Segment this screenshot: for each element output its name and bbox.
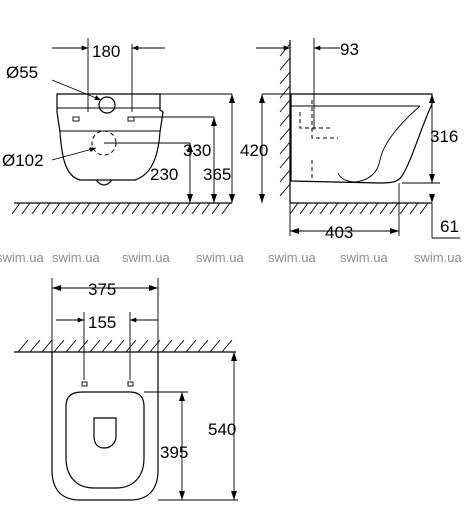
watermark-text: swim.ua xyxy=(0,250,44,265)
dim-55-label: Ø55 xyxy=(6,63,38,82)
top-bowl-opening xyxy=(93,417,117,449)
side-bowl-outline xyxy=(290,93,433,184)
water-inlet-hole xyxy=(98,96,116,114)
dim-102-label: Ø102 xyxy=(2,151,44,170)
dim-316-label: 316 xyxy=(430,127,458,146)
dim-316-arrows xyxy=(429,94,435,183)
side-wall-hatch xyxy=(279,43,291,197)
dim-375-label: 375 xyxy=(88,280,116,299)
top-seat-outline xyxy=(65,391,145,489)
dim-365-label: 365 xyxy=(203,165,231,184)
fixing-hole-left xyxy=(72,116,80,122)
top-bowl-outline xyxy=(51,352,159,501)
dim-395-label: 395 xyxy=(160,443,188,462)
dim-61-arrow xyxy=(429,194,435,203)
watermark-text: swim.ua xyxy=(414,250,462,265)
watermark-text: swim.ua xyxy=(268,250,316,265)
dim-93-label: 93 xyxy=(340,40,359,59)
dim-55-leader xyxy=(51,79,102,101)
side-bowl-inner xyxy=(337,105,421,183)
dim-330-arrows xyxy=(211,117,217,203)
dim-180-label: 180 xyxy=(92,42,120,61)
watermark-text: swim.ua xyxy=(52,250,100,265)
dim-403-label: 403 xyxy=(325,223,353,242)
dim-540-label: 540 xyxy=(208,420,236,439)
top-wall-hatch xyxy=(17,339,233,353)
watermark-text: swim.ua xyxy=(196,250,244,265)
front-outlet xyxy=(95,179,113,186)
dim-102-leader xyxy=(51,147,97,161)
side-floor-hatch xyxy=(289,202,429,215)
side-concealed-pipes xyxy=(299,100,338,178)
watermark-text: swim.ua xyxy=(340,250,388,265)
dim-155-label: 155 xyxy=(88,313,116,332)
dim-330-label: 330 xyxy=(183,141,211,160)
dim-230-label: 230 xyxy=(150,165,178,184)
dim-61-label: 61 xyxy=(440,217,459,236)
watermark-row: swim.ua swim.ua swim.ua swim.ua swim.ua … xyxy=(0,250,462,265)
side-view: 93 420 316 403 61 xyxy=(240,38,460,242)
dim-420-label: 420 xyxy=(240,141,268,160)
front-floor-hatch xyxy=(11,202,231,215)
fixing-hole-right xyxy=(127,116,135,122)
top-fixing-hole-right xyxy=(127,381,134,387)
watermark-text: swim.ua xyxy=(122,250,170,265)
front-view: 180 Ø55 Ø102 330 230 365 xyxy=(2,38,235,215)
top-view: 375 155 395 540 xyxy=(14,278,238,501)
top-fixing-hole-left xyxy=(81,381,88,387)
front-bowl-outline xyxy=(56,93,164,181)
